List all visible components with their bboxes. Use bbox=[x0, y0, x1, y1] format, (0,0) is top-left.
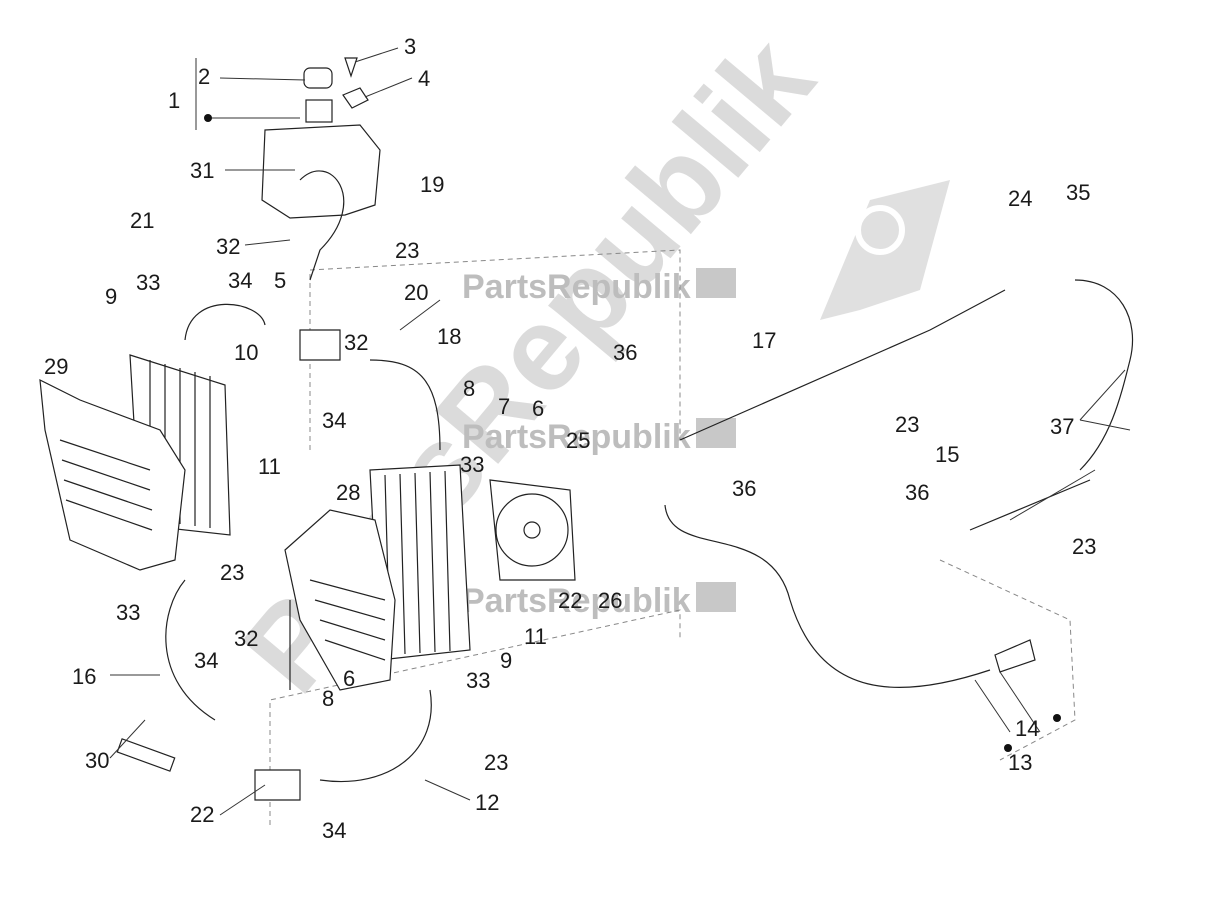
callout-numbers: 1 2 3 4 31 19 21 32 23 33 34 5 20 9 18 3… bbox=[44, 34, 1096, 843]
watermark-gear-icon bbox=[696, 418, 736, 448]
callout-26: 26 bbox=[598, 588, 622, 613]
watermark-small-2: PartsRepublik bbox=[462, 418, 736, 456]
callout-23d: 23 bbox=[895, 412, 919, 437]
callout-32a: 32 bbox=[216, 234, 240, 259]
callout-11a: 11 bbox=[258, 454, 281, 479]
callout-1: 1 bbox=[168, 88, 180, 113]
callout-32b: 32 bbox=[344, 330, 368, 355]
callout-23e: 23 bbox=[1072, 534, 1096, 559]
watermark-small-3: PartsRepublik bbox=[462, 582, 736, 620]
callout-32c: 32 bbox=[234, 626, 258, 651]
leader-lines bbox=[109, 47, 1131, 816]
callout-8a: 8 bbox=[463, 376, 475, 401]
callout-13: 13 bbox=[1008, 750, 1032, 775]
callout-33b: 33 bbox=[460, 452, 484, 477]
callout-9a: 9 bbox=[105, 284, 117, 309]
callout-30: 30 bbox=[85, 748, 109, 773]
callout-8b: 8 bbox=[322, 686, 334, 711]
callout-33d: 33 bbox=[466, 668, 490, 693]
callout-18: 18 bbox=[437, 324, 461, 349]
screw bbox=[344, 57, 358, 78]
callout-4: 4 bbox=[418, 66, 430, 91]
callout-6a: 6 bbox=[532, 396, 544, 421]
callout-23b: 23 bbox=[220, 560, 244, 585]
watermark-text-1: PartsRepublik bbox=[462, 268, 691, 306]
callout-25: 25 bbox=[566, 428, 590, 453]
callout-22a: 22 bbox=[558, 588, 582, 613]
callout-19: 19 bbox=[420, 172, 444, 197]
callout-33a: 33 bbox=[136, 270, 160, 295]
watermark-small-1: PartsRepublik bbox=[462, 268, 736, 306]
callout-5: 5 bbox=[274, 268, 286, 293]
callout-16: 16 bbox=[72, 664, 96, 689]
callout-10: 10 bbox=[234, 340, 258, 365]
callout-15: 15 bbox=[935, 442, 959, 467]
callout-37: 37 bbox=[1050, 414, 1074, 439]
watermark-text-2: PartsRepublik bbox=[462, 418, 691, 456]
callout-34d: 34 bbox=[322, 818, 346, 843]
callout-14: 14 bbox=[1015, 716, 1039, 741]
callout-17: 17 bbox=[752, 328, 776, 353]
callout-36b: 36 bbox=[732, 476, 756, 501]
callout-34a: 34 bbox=[228, 268, 252, 293]
callout-12: 12 bbox=[475, 790, 499, 815]
watermark-gear-icon bbox=[696, 582, 736, 612]
callout-34b: 34 bbox=[322, 408, 346, 433]
callout-31: 31 bbox=[190, 158, 214, 183]
left-radiator-cover bbox=[39, 378, 186, 571]
tank-cap bbox=[303, 67, 333, 89]
callout-21: 21 bbox=[130, 208, 154, 233]
callout-24: 24 bbox=[1008, 186, 1032, 211]
clip-nut bbox=[342, 87, 369, 109]
watermark-gear-icon bbox=[696, 268, 736, 298]
callout-11b: 11 bbox=[524, 624, 547, 649]
hoses bbox=[165, 170, 1134, 782]
center-radiator-cover bbox=[284, 509, 396, 691]
callout-36c: 36 bbox=[905, 480, 929, 505]
callout-9b: 9 bbox=[500, 648, 512, 673]
callout-29: 29 bbox=[44, 354, 68, 379]
cooling-fan bbox=[489, 479, 576, 581]
callout-36a: 36 bbox=[613, 340, 637, 365]
callout-23c: 23 bbox=[484, 750, 508, 775]
callout-28: 28 bbox=[336, 480, 360, 505]
callout-2: 2 bbox=[198, 64, 210, 89]
callout-35: 35 bbox=[1066, 180, 1090, 205]
callout-6b: 6 bbox=[343, 666, 355, 691]
callout-20: 20 bbox=[404, 280, 428, 305]
expansion-tank bbox=[261, 57, 381, 219]
fittings bbox=[116, 329, 1036, 801]
callout-33c: 33 bbox=[116, 600, 140, 625]
callout-34c: 34 bbox=[194, 648, 218, 673]
callout-23a: 23 bbox=[395, 238, 419, 263]
watermark-text-3: PartsRepublik bbox=[462, 582, 691, 620]
callout-7: 7 bbox=[498, 394, 510, 419]
callout-3: 3 bbox=[404, 34, 416, 59]
watermark-gear-flag-icon bbox=[820, 180, 950, 320]
callout-22b: 22 bbox=[190, 802, 214, 827]
dot-markers bbox=[204, 114, 1061, 752]
